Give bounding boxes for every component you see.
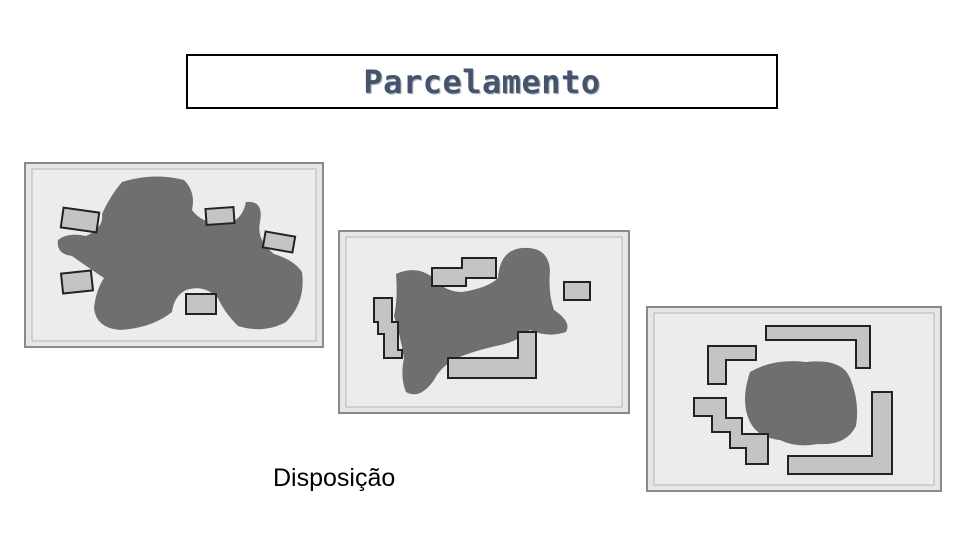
- lot-block: [261, 230, 297, 254]
- diagram-panel-2-svg: [338, 230, 630, 414]
- stepped-block: [373, 297, 403, 359]
- lot-block: [204, 205, 236, 227]
- l-shaped-block: [447, 331, 537, 379]
- title-box: Parcelamento: [186, 54, 778, 109]
- lot-block: [185, 293, 217, 315]
- caption-text: Disposição: [273, 464, 396, 492]
- lot-block: [59, 269, 95, 295]
- central-mass: [745, 361, 858, 446]
- lot-block: [563, 281, 591, 301]
- stepped-block: [431, 257, 497, 287]
- l-shaped-block: [707, 345, 757, 385]
- diagram-panel-1-svg: [24, 162, 324, 348]
- diagram-panel-1: [24, 162, 324, 348]
- diagram-panel-3: [646, 306, 942, 492]
- central-mass: [57, 176, 303, 330]
- page-title: Parcelamento: [363, 62, 601, 101]
- stepped-block: [693, 397, 769, 465]
- l-shaped-block: [765, 325, 871, 369]
- l-shaped-block: [787, 391, 893, 475]
- lot-block: [59, 206, 101, 234]
- diagram-panel-2: [338, 230, 630, 414]
- diagram-panel-3-svg: [646, 306, 942, 492]
